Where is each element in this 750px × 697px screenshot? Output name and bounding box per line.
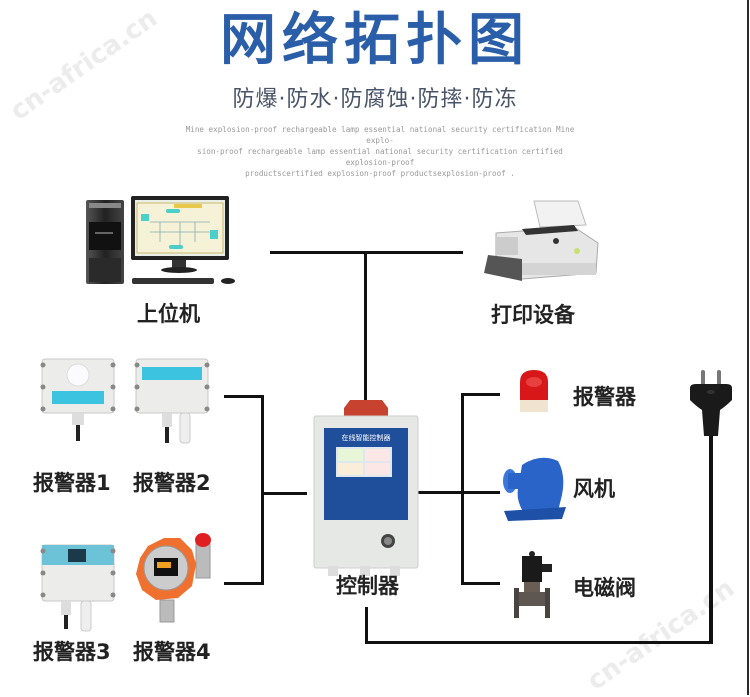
printer: [482, 193, 602, 288]
desktop-computer-icon: [86, 196, 235, 284]
wire-top-drop: [364, 251, 367, 401]
controller-label: 控制器: [336, 574, 399, 598]
blower-fan-icon: [503, 457, 566, 521]
sensor-1-label: 报警器1: [33, 471, 111, 495]
sensor-3-label: 报警器3: [33, 640, 111, 664]
wall-sensor-probe-icon: [134, 358, 210, 444]
sensor-2: [132, 357, 212, 447]
solenoid-valve-icon: [514, 551, 552, 618]
power-cable: [709, 435, 713, 644]
sensor-4-label: 报警器4: [133, 640, 211, 664]
description-line: Mine explosion-proof rechargeable lamp e…: [185, 125, 575, 145]
output-fan-label: 风机: [573, 477, 615, 501]
host-computer: [80, 192, 250, 297]
output-fan: [500, 455, 570, 521]
wall-sensor-icon: [40, 358, 116, 441]
output-alarm: [516, 368, 552, 414]
wire-power-drop: [365, 607, 368, 644]
sensor-3: [38, 543, 118, 633]
page-title: 网络拓扑图: [220, 8, 530, 73]
power-plug-icon: [690, 370, 732, 436]
output-alarm-label: 报警器: [573, 385, 636, 409]
sensor-4: [128, 528, 223, 628]
wire-right-bottom-arm: [461, 582, 500, 585]
power-plug: [688, 370, 734, 442]
wire-right-vertical: [461, 393, 464, 585]
wire-left-to-controller: [261, 492, 307, 495]
wire-power-bottom: [365, 641, 713, 644]
wire-left-top-arm: [224, 395, 264, 398]
host-label: 上位机: [137, 302, 200, 326]
page-subtitle: 防爆·防水·防腐蚀·防摔·防冻: [232, 87, 518, 112]
output-valve: [512, 550, 558, 620]
controller: 在线智能控制器: [310, 398, 422, 578]
strobe-alarm-icon: [520, 370, 548, 412]
wire-left-vertical: [261, 395, 264, 585]
explosion-proof-detector-icon: [136, 533, 211, 623]
description-line: productscertified explosion-proof produc…: [245, 169, 515, 178]
sensor-2-label: 报警器2: [133, 471, 211, 495]
output-valve-label: 电磁阀: [573, 576, 636, 600]
wire-right-top-arm: [461, 393, 500, 396]
description-text: Mine explosion-proof rechargeable lamp e…: [175, 124, 585, 179]
gas-controller-icon: [313, 400, 419, 576]
wire-left-bottom-arm: [224, 582, 264, 585]
printer-icon: [484, 200, 599, 281]
controller-panel-title: 在线智能控制器: [341, 434, 391, 442]
image-right-border: [747, 0, 749, 695]
sensor-1: [38, 357, 118, 442]
printer-label: 打印设备: [491, 303, 575, 327]
wire-controller-to-right: [416, 491, 500, 494]
wall-sensor-display-icon: [40, 544, 116, 632]
description-line: sion-proof rechargeable lamp essential n…: [197, 147, 563, 167]
